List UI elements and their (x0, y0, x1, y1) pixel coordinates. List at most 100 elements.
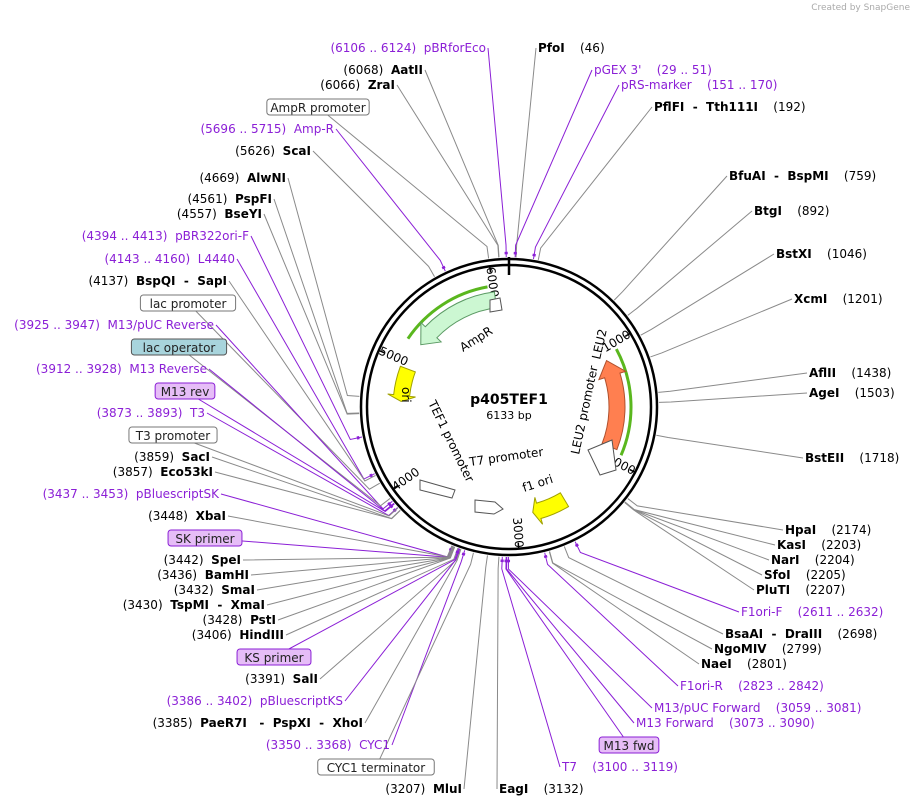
pluti-leader-line (624, 502, 755, 591)
kasi-label: KasI (2203) (777, 538, 861, 552)
f1ori-label: f1 ori (521, 472, 555, 495)
agei-label: AgeI (1503) (809, 386, 895, 400)
scale-tick-1000 (624, 332, 631, 337)
5696-5715-amp-r-label: (5696 .. 5715) Amp-R (200, 122, 334, 136)
leu2-label: LEU2 (589, 328, 610, 361)
cyc1-terminator-label: CYC1 terminator (327, 761, 426, 775)
eco53ki-label: (3857) Eco53kI (113, 465, 213, 479)
scai-label: (5626) ScaI (235, 144, 311, 158)
eco53ki-leader-line (214, 471, 401, 520)
bspqi-sapi-label: (4137) BspQI - SapI (88, 274, 227, 288)
5696-5715-amp-r-leader-line (335, 128, 446, 272)
m13-fwd-label: M13 fwd (604, 739, 655, 753)
mlui-leader-line (463, 555, 488, 790)
feature-arrows (387, 285, 633, 525)
paer7i-pspxi-xhoi-label: (3385) PaeR7I - PspXI - XhoI (153, 716, 363, 730)
nari-leader-line (624, 501, 770, 561)
ampr-feature-arrow (420, 291, 497, 346)
3873-3893-t3-label: (3873 .. 3893) T3 (97, 406, 205, 420)
prs-marker-151-170-label: pRS-marker (151 .. 170) (621, 78, 777, 92)
eagi-label: EagI (3132) (499, 782, 584, 796)
m13-forward-3073-3090-leader-line (506, 556, 635, 724)
f1ori-r-2823-2842-binding-mark (543, 554, 548, 559)
cyc1-terminator-leader-line (375, 552, 474, 768)
lac-operator-box (130, 338, 228, 356)
pgex-3-29-51-label: pGEX 3' (29 .. 51) (594, 63, 712, 77)
scale-tick-4000 (392, 484, 399, 490)
3925-3947-m13-puc-reverse-label: (3925 .. 3947) M13/pUC Reverse (14, 318, 214, 332)
4143-4160-l4440-label: (4143 .. 4160) L4440 (104, 252, 235, 266)
naei-leader-line (548, 551, 700, 665)
5696-5715-amp-r-binding-mark (441, 265, 446, 270)
leu2-feature-arrow (598, 359, 627, 451)
aflii-label: AflII (1438) (809, 366, 891, 380)
bfuai-bspmi-leader-line (613, 175, 728, 301)
scale-tick-label-6000: 6000 (483, 266, 501, 298)
xcmi-leader-line (650, 298, 793, 358)
mlui-label: (3207) MluI (385, 782, 462, 796)
cyc1-terminator-box (317, 758, 435, 776)
alwni-leader-line (287, 177, 360, 397)
scale-tick-label-4000: 4000 (389, 465, 422, 494)
aatii-label: (6068) AatII (343, 63, 423, 77)
scale-tick-6000 (488, 266, 492, 273)
m13-rev-binding-mark (389, 504, 394, 509)
ampr-orf-arc (406, 285, 488, 340)
sk-primer-label: SK primer (175, 532, 234, 546)
pfoi-leader-line (515, 47, 537, 258)
3350-3368-cyc1-label: (3350 .. 3368) CYC1 (266, 738, 390, 752)
zrai-leader-line (396, 84, 500, 258)
tef1-promoter-arrow (419, 479, 456, 499)
ampr-label: AmpR (457, 324, 495, 355)
t7-3100-3119-label: T7 (3100 .. 3119) (561, 760, 678, 774)
bamhi-leader-line (250, 546, 455, 576)
plasmid-size: 6133 bp (486, 409, 531, 422)
lac-promoter-leader-line (187, 302, 381, 490)
f1-ori-feature-arrow (532, 492, 570, 525)
4394-4413-pbr322ori-f-label: (4394 .. 4413) pBR322ori-F (82, 229, 249, 243)
f1ori-r-2823-2842-label: F1ori-R (2823 .. 2842) (680, 679, 824, 693)
scale-tick-label-5000: 5000 (377, 344, 411, 369)
4143-4160-l4440-binding-mark (369, 473, 373, 478)
psti-label: (3428) PstI (203, 613, 276, 627)
3350-3368-cyc1-binding-mark (461, 552, 466, 556)
bstxi-label: BstXI (1046) (776, 247, 867, 261)
paer7i-pspxi-xhoi-leader-line (364, 548, 462, 724)
btgi-leader-line (627, 210, 753, 316)
psti-leader-line (277, 546, 456, 621)
aflii-leader-line (658, 372, 808, 393)
3350-3368-cyc1-leader-line (391, 550, 466, 746)
lac-operator-label: lac operator (143, 341, 216, 355)
leu2-promoter-arrow (587, 439, 617, 476)
lac-promoter-box (139, 294, 237, 312)
smai-label: (3432) SmaI (174, 583, 255, 597)
t3-promoter-label: T3 promoter (135, 429, 211, 443)
prs-marker-151-170-leader-line (532, 84, 620, 260)
t3-promoter-leader-line (172, 434, 399, 517)
spei-label: (3442) SpeI (164, 553, 241, 567)
promoter-arrows (419, 297, 617, 515)
3912-3928-m13-reverse-label: (3912 .. 3928) M13 Reverse (36, 362, 207, 376)
4394-4413-pbr322ori-f-binding-mark (356, 436, 360, 440)
scai-leader-line (312, 150, 435, 278)
t3-promoter-box (128, 426, 218, 444)
hpai-label: HpaI (2174) (785, 523, 871, 537)
kasi-leader-line (624, 501, 776, 546)
m13-puc-forward-3059-3081-leader-line (507, 556, 653, 709)
snapgene-credit: Created by SnapGene (811, 3, 910, 13)
m13-forward-3073-3090-label: M13 Forward (3073 .. 3090) (636, 716, 815, 730)
prs-marker-151-170-binding-mark (532, 253, 536, 257)
xbai-label: (3448) XbaI (148, 509, 226, 523)
pgex-3-29-51-leader-line (514, 69, 593, 258)
plasmid-name: p405TEF1 (470, 392, 548, 408)
bsteii-leader-line (656, 434, 804, 459)
scale-tick-label-3000: 3000 (510, 517, 526, 548)
pspfi-label: (4561) PspFI (187, 192, 272, 206)
nari-label: NarI (2204) (771, 553, 855, 567)
lac-operator-leader-line (178, 346, 391, 507)
eagi-leader-line (496, 556, 500, 790)
ks-primer-label: KS primer (244, 651, 303, 665)
